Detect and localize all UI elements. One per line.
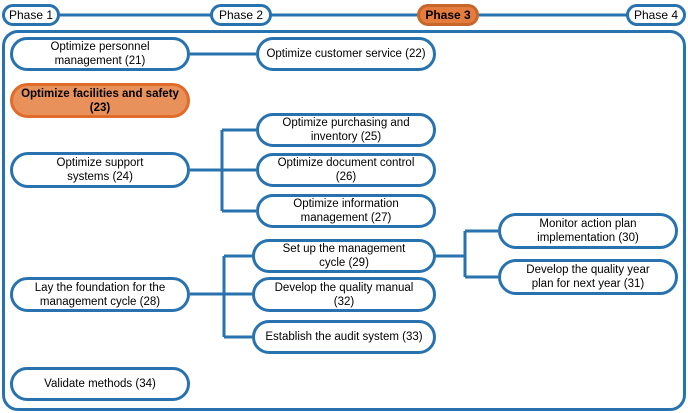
node-22-optimize-customer-service: Optimize customer service (22) [256, 37, 436, 71]
node-33-establish-audit-system: Establish the audit system (33) [252, 320, 436, 354]
node-26-optimize-document-control: Optimize document control (26) [256, 153, 436, 187]
node-28-lay-foundation-management-cycle: Lay the foundation for the management cy… [10, 277, 190, 312]
phase-3-label: Phase 3 [417, 4, 479, 26]
node-27-optimize-information-management: Optimize information management (27) [256, 194, 436, 228]
node-21-optimize-personnel-management: Optimize personnel management (21) [10, 37, 190, 71]
node-34-validate-methods: Validate methods (34) [10, 367, 190, 401]
phase-3-frame [2, 30, 686, 411]
node-31-develop-quality-year-plan: Develop the quality year plan for next y… [498, 259, 678, 295]
node-24-optimize-support-systems: Optimize support systems (24) [10, 152, 190, 188]
phase-2-label: Phase 2 [210, 4, 272, 26]
node-23-optimize-facilities-and-safety: Optimize facilities and safety (23) [10, 83, 190, 118]
phase-1-label: Phase 1 [2, 4, 60, 26]
phase-4-label: Phase 4 [626, 4, 686, 26]
node-29-set-up-management-cycle: Set up the management cycle (29) [252, 239, 436, 273]
node-32-develop-quality-manual: Develop the quality manual (32) [252, 277, 436, 312]
node-30-monitor-action-plan: Monitor action plan implementation (30) [498, 213, 678, 249]
node-25-optimize-purchasing-and-inventory: Optimize purchasing and inventory (25) [256, 113, 436, 147]
